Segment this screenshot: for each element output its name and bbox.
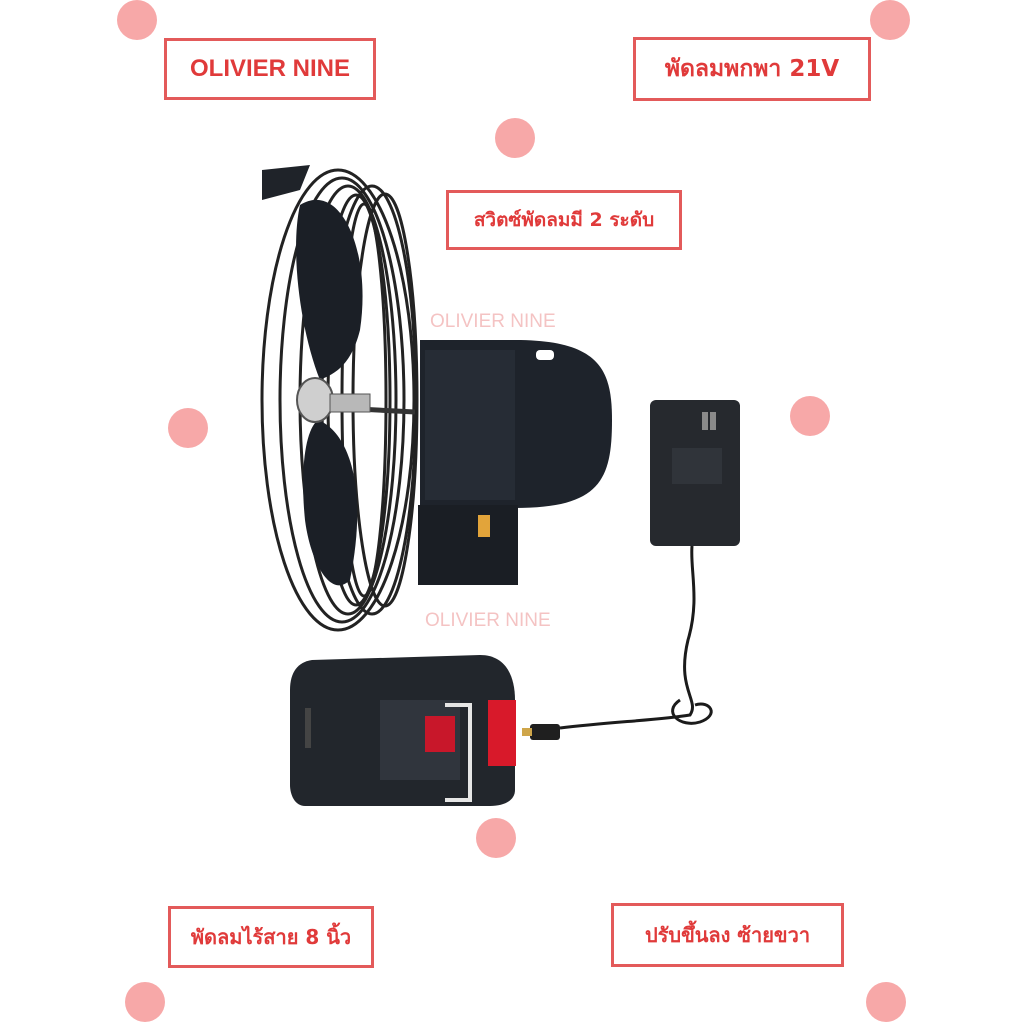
decor-dot-top-left	[117, 0, 157, 40]
fan-icon	[260, 165, 419, 632]
switch-two-levels-label: สวิตซ์พัดลมมี 2 ระดับ	[446, 190, 682, 250]
adjust-directions-label: ปรับขึ้นลง ซ้ายขวา	[611, 903, 844, 967]
cordless-8-inch-label: พัดลมไร้สาย 8 นิ้ว	[168, 906, 374, 968]
decor-dot-mid-right	[790, 396, 830, 436]
decor-dot-top-center	[495, 118, 535, 158]
brand-label: OLIVIER NINE	[164, 38, 376, 100]
power-adapter-icon	[522, 400, 740, 740]
decor-dot-bottom-center	[476, 818, 516, 858]
motor-housing	[418, 340, 612, 585]
decor-dot-mid-left	[168, 408, 208, 448]
decor-dot-bottom-left	[125, 982, 165, 1022]
portable-fan-21v-label: พัดลมพกพา 21V	[633, 37, 871, 101]
watermark-top: OLIVIER NINE	[430, 311, 556, 332]
battery-icon	[290, 655, 516, 806]
watermark-bottom: OLIVIER NINE	[425, 610, 551, 631]
decor-dot-top-right	[870, 0, 910, 40]
decor-dot-bottom-right	[866, 982, 906, 1022]
